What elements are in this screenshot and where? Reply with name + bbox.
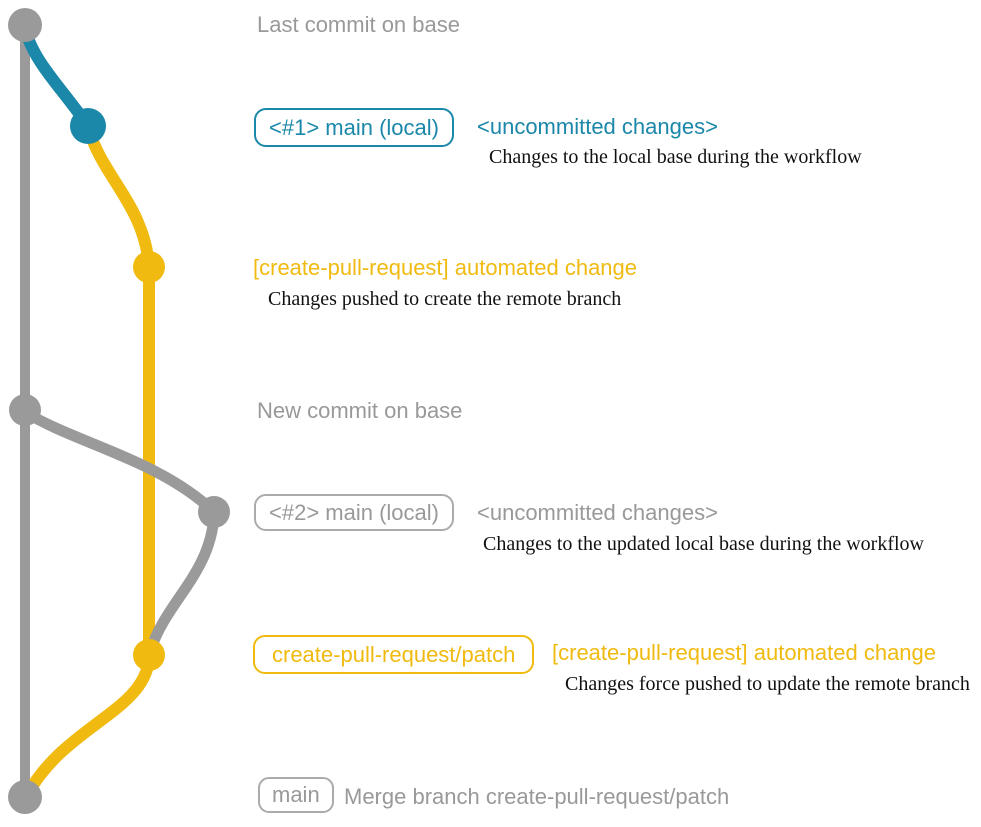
badge-main: main — [258, 777, 334, 813]
main-local-rebase-curve-in — [144, 510, 220, 658]
note-new-commit-on-base: New commit on base — [257, 398, 463, 423]
commit-dot-patch-1 — [133, 251, 165, 283]
desc-uncommitted-changes-2: Changes to the updated local base during… — [483, 533, 924, 555]
badge-main-local-1: <#1> main (local) — [254, 108, 454, 147]
commit-dot-patch-2 — [133, 639, 165, 671]
commit-dot-merge — [8, 780, 42, 814]
desc-uncommitted-changes-1: Changes to the local base during the wor… — [489, 146, 862, 168]
heading-uncommitted-changes-2: <uncommitted changes> — [477, 500, 718, 525]
patch-merge-curve — [21, 654, 155, 801]
badge-main-local-2: <#2> main (local) — [254, 494, 454, 531]
commit-dot-main-local-1 — [70, 108, 106, 144]
commit-dot-last-base — [8, 8, 42, 42]
note-last-commit-on-base: Last commit on base — [257, 12, 460, 37]
desc-automated-change-1: Changes pushed to create the remote bran… — [268, 288, 622, 310]
heading-uncommitted-changes-1: <uncommitted changes> — [477, 114, 718, 139]
heading-automated-change-2: [create-pull-request] automated change — [552, 640, 937, 665]
commit-dot-main-local-2 — [198, 496, 230, 528]
desc-automated-change-2: Changes force pushed to update the remot… — [565, 673, 970, 695]
heading-automated-change-1: [create-pull-request] automated change — [253, 255, 638, 280]
commit-dot-new-base — [9, 394, 41, 426]
main-local-rebase-curve-out — [19, 406, 220, 518]
heading-merge-message: Merge branch create-pull-request/patch — [344, 784, 730, 809]
badge-patch-branch: create-pull-request/patch — [253, 635, 535, 674]
patch-branch-create-curve — [82, 120, 155, 273]
